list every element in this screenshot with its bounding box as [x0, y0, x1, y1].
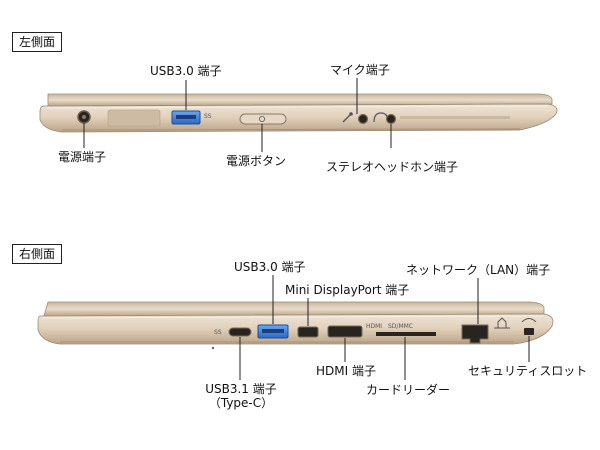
left-side-section-label: 左側面: [12, 32, 63, 52]
right-minidp-label: Mini DisplayPort 端子: [285, 283, 410, 297]
right-usb31-label-sub: （Type-C）: [208, 396, 274, 410]
left-power-jack-label: 電源端子: [58, 150, 107, 164]
left-power-button-label: 電源ボタン: [226, 154, 287, 168]
right-usb30-label: USB3.0 端子: [234, 260, 306, 274]
right-base: [37, 313, 554, 345]
right-security-slot-label: セキュリティスロット: [468, 364, 588, 378]
right-minidp-port: [297, 326, 319, 338]
right-sd-slot: [376, 332, 436, 336]
left-usb30-label: USB3.0 端子: [150, 64, 222, 78]
right-card-reader-label: カードリーダー: [366, 383, 451, 397]
right-lan-label: ネットワーク（LAN）端子: [406, 263, 551, 277]
right-hdmi-text: HDMI: [366, 323, 382, 330]
left-power-button: [239, 113, 287, 125]
right-side-section-label: 右側面: [12, 244, 63, 264]
right-security-slot: [524, 328, 534, 335]
right-side-laptop: SS HDMI SD/MMC: [37, 275, 554, 380]
right-leader-lines: [239, 275, 530, 380]
right-hdmi-port: [327, 325, 363, 338]
left-side-laptop: SS: [39, 78, 558, 152]
left-lid: [47, 93, 553, 107]
left-mic-jack: [357, 113, 369, 125]
right-lan-icon: [494, 317, 510, 329]
left-leader-lines: [83, 78, 392, 152]
right-ss-mark: SS: [214, 329, 222, 336]
left-mic-label: マイク端子: [330, 63, 390, 77]
right-lock-icon: [521, 318, 537, 323]
right-sd-text: SD/MMC: [388, 323, 413, 330]
left-ss-mark: SS: [204, 113, 212, 120]
right-usb31-label: USB3.1 端子 （Type-C）: [196, 382, 286, 410]
left-headphone-jack: [385, 113, 397, 125]
right-lan-port: [461, 324, 489, 344]
left-headphone-label: ステレオヘッドホン端子: [326, 160, 459, 174]
right-hdmi-label: HDMI 端子: [316, 364, 376, 378]
right-usbc-port: [228, 327, 252, 337]
left-vent: [107, 109, 161, 127]
left-base: [39, 103, 558, 133]
right-usb31-label-main: USB3.1 端子: [205, 382, 277, 396]
left-mic-icon: [342, 114, 351, 123]
right-lid: [43, 301, 545, 317]
